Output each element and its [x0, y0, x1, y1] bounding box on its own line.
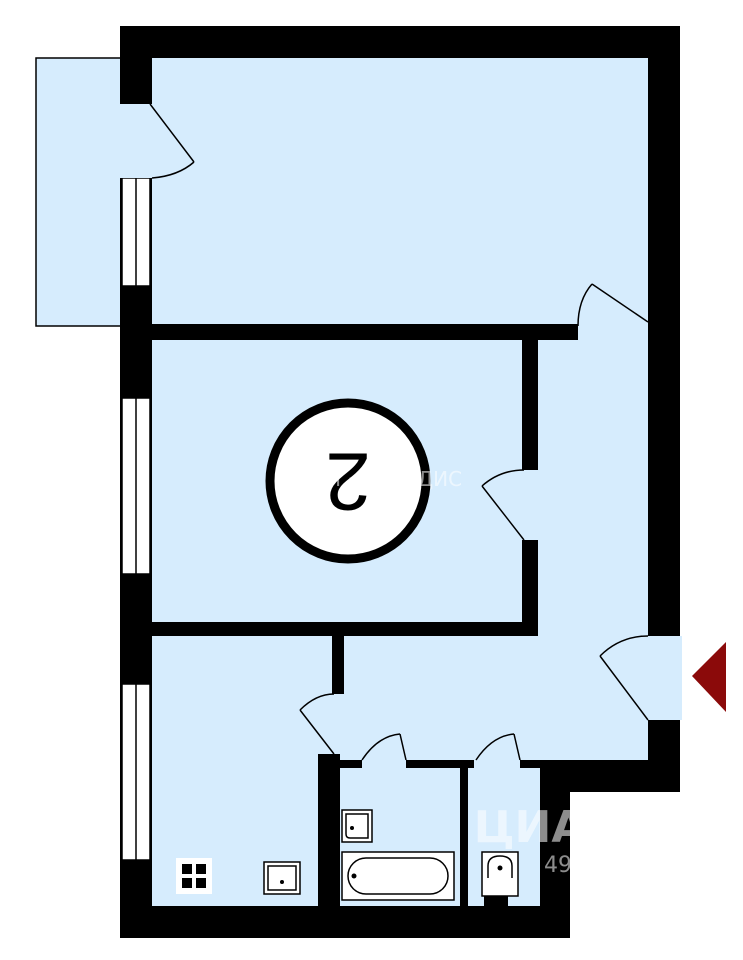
- wall-wc-top-right: [520, 760, 542, 768]
- wall-kitchen-hall: [332, 636, 344, 694]
- wall-bath-top: [340, 760, 362, 768]
- wall-bath-top-right: [406, 760, 474, 768]
- wall-bedroom-hall-lower: [522, 540, 538, 636]
- door-entrance: [599, 635, 649, 721]
- wall-living-bedroom: [152, 324, 578, 340]
- watermark-center: ЦИАН · ИНВАДИС: [282, 467, 462, 491]
- balcony-door-opening: [120, 104, 154, 178]
- watermark-bottom-right-number: 49: [544, 853, 572, 878]
- door-wc: [475, 733, 521, 761]
- wall-bath-wc: [460, 768, 468, 906]
- entrance-opening: [646, 636, 682, 720]
- bathroom-sink-icon: [341, 809, 373, 843]
- balcony-door-swing: [149, 103, 195, 179]
- kitchen-sink-icon: [263, 861, 301, 895]
- door-bathroom: [361, 733, 407, 761]
- stove-icon: [176, 858, 212, 894]
- wall-kitchen-bath: [318, 754, 340, 906]
- balcony: [35, 57, 129, 327]
- wall-bedroom-hall: [522, 340, 538, 470]
- room-count-label: 2: [325, 436, 371, 527]
- watermark-bottom-right: ЦИАН: [474, 802, 623, 853]
- toilet-icon: [481, 851, 519, 897]
- door-kitchen: [299, 693, 335, 755]
- wall-wc-right: [540, 760, 570, 906]
- room-count-badge: [265, 398, 431, 564]
- door-living-hall: [577, 283, 649, 327]
- wall-bedroom-kitchen: [152, 622, 538, 636]
- entrance-arrow-icon: [692, 642, 726, 712]
- door-bedroom: [481, 469, 525, 541]
- bathtub-icon: [341, 851, 455, 901]
